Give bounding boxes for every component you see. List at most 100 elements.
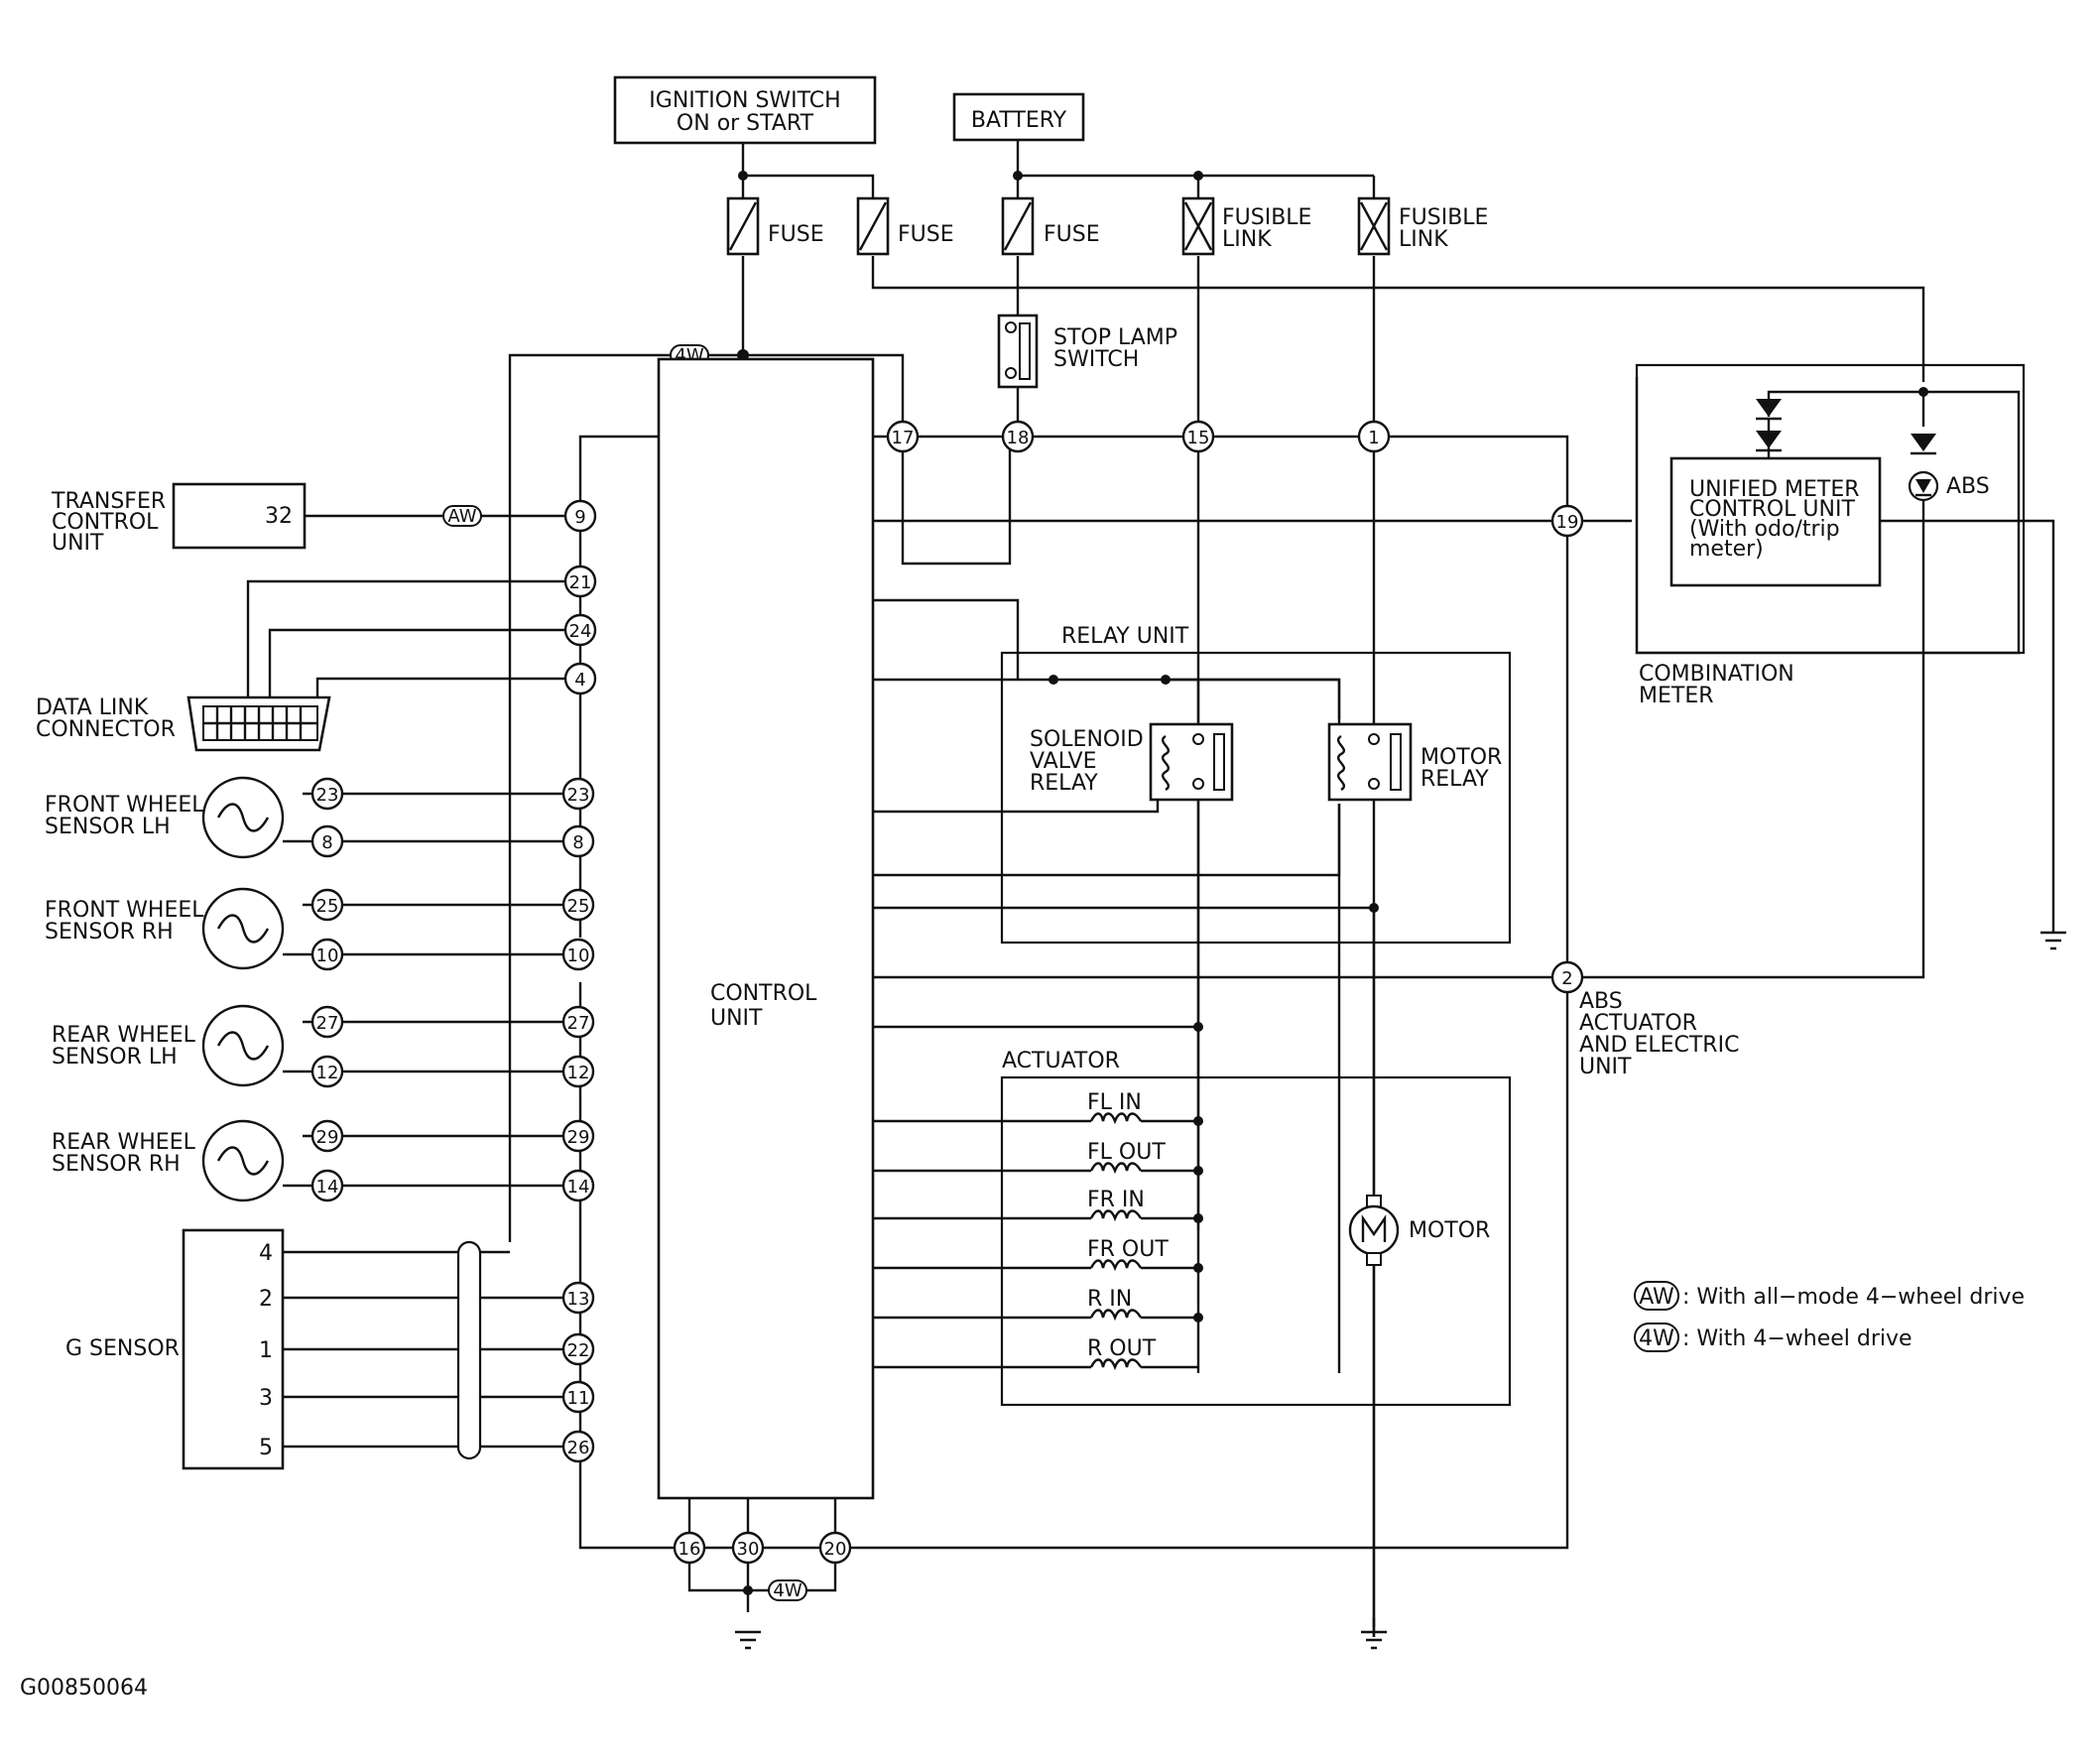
cu-pin-8-num: 8 <box>572 832 583 853</box>
dlc-label-2: CONNECTOR <box>36 717 176 742</box>
pin-2: 2 <box>1550 960 1584 994</box>
pin-1: 1 <box>1357 420 1391 453</box>
abs-actuator-label: ABS ACTUATOR AND ELECTRIC UNIT <box>1579 989 1739 1079</box>
cu-pin-14: 14 <box>561 1169 595 1202</box>
fusible-link-1-label-1: FUSIBLE <box>1222 205 1311 230</box>
cu-pin-12: 12 <box>561 1055 595 1088</box>
sensor-pin-27-num: 27 <box>316 1013 339 1034</box>
pin-17-num: 17 <box>892 428 915 448</box>
g-pin-3: 3 <box>259 1386 273 1411</box>
combination-meter: COMBINATION METER UNIFIED METER CONTROL … <box>1635 363 2026 708</box>
fuse-3-label: FUSE <box>1044 222 1100 247</box>
motor-relay-label-1: MOTOR <box>1420 745 1502 770</box>
sensor-pin-10: 10 <box>310 938 344 971</box>
rwrh-label-2: SENSOR RH <box>52 1152 181 1177</box>
pin-1-num: 1 <box>1368 428 1379 448</box>
transfer-label-3: UNIT <box>52 531 104 556</box>
stop-lamp-switch: STOP LAMP SWITCH <box>997 314 1177 389</box>
pin-19-num: 19 <box>1556 512 1579 533</box>
stop-lamp-label-2: SWITCH <box>1053 347 1139 372</box>
pin-30-num: 30 <box>737 1539 760 1560</box>
fwlh-label-2: SENSOR LH <box>45 815 171 839</box>
legend-aw-text: : With all−mode 4−wheel drive <box>1682 1285 2025 1310</box>
battery-label: BATTERY <box>971 108 1067 133</box>
actuator: ACTUATOR FL IN FL OUT FR IN FR OUT R IN … <box>1000 1049 1512 1407</box>
sensor-pin-12-num: 12 <box>316 1063 339 1083</box>
abs-unit-label-4: UNIT <box>1579 1055 1632 1079</box>
transfer-label-1: TRANSFER <box>51 489 166 514</box>
sensor-pin-14: 14 <box>310 1169 344 1202</box>
pin-17: 17 <box>886 420 920 453</box>
valve-r-in: R IN <box>1087 1287 1132 1312</box>
ignition-label-2: ON or START <box>677 111 814 136</box>
badge-aw: AW <box>442 505 482 527</box>
cu-pin-29-num: 29 <box>567 1127 590 1148</box>
cu-pin-10-num: 10 <box>567 945 590 966</box>
front-wheel-sensor-rh: FRONT WHEEL SENSOR RH <box>45 887 285 970</box>
cu-pin-11-num: 11 <box>567 1388 590 1409</box>
pin-16: 16 <box>673 1531 706 1565</box>
pin-15: 15 <box>1181 420 1215 453</box>
cu-pin-10: 10 <box>561 938 595 971</box>
badge-4w-bottom: 4W <box>768 1579 807 1601</box>
ignition-switch-box: IGNITION SWITCH ON or START <box>613 75 877 145</box>
fusible-link-1-label-2: LINK <box>1222 227 1272 252</box>
pin-21-num: 21 <box>569 572 592 593</box>
fuse-1-label: FUSE <box>768 222 824 247</box>
cu-pin-23: 23 <box>561 777 595 811</box>
cu-pin-11: 11 <box>561 1380 595 1414</box>
motor-label: MOTOR <box>1409 1218 1490 1243</box>
fusible-link-1: FUSIBLE LINK <box>1181 196 1311 256</box>
abs-lamp-label: ABS <box>1946 474 1990 499</box>
cu-pin-25: 25 <box>561 888 595 922</box>
legend-aw-code: AW <box>1639 1285 1674 1310</box>
sensor-pin-8: 8 <box>310 824 344 858</box>
valve-fl-out: FL OUT <box>1087 1140 1166 1165</box>
solenoid-label-1: SOLENOID <box>1030 727 1144 752</box>
diode-icon <box>1756 399 1936 458</box>
figure-id: G00850064 <box>20 1676 148 1701</box>
pin-21: 21 <box>563 565 597 598</box>
cu-pin-13-num: 13 <box>567 1289 590 1310</box>
legend-4w-code: 4W <box>1639 1326 1674 1351</box>
motor-icon <box>1348 1195 1400 1266</box>
pin-18: 18 <box>1001 420 1035 453</box>
sensor-pin-12: 12 <box>310 1055 344 1088</box>
transfer-pin: 32 <box>265 504 293 529</box>
valve-fr-in: FR IN <box>1087 1188 1145 1212</box>
sensor-pin-29-num: 29 <box>316 1127 339 1148</box>
control-unit-label-1: CONTROL <box>710 981 817 1006</box>
junction-dots <box>737 171 1928 1595</box>
fwrh-label-2: SENSOR RH <box>45 920 174 945</box>
pin-9-num: 9 <box>574 507 585 528</box>
sensor-pin-27: 27 <box>310 1005 344 1039</box>
fusible-link-2-label-2: LINK <box>1399 227 1448 252</box>
unified-meter-label-1: UNIFIED METER <box>1689 477 1860 502</box>
fuse-2: FUSE <box>856 196 954 256</box>
pin-24: 24 <box>563 613 597 647</box>
rear-wheel-sensor-lh: REAR WHEEL SENSOR LH <box>52 1004 285 1087</box>
g-pin-2: 2 <box>259 1287 273 1312</box>
g-sensor-label: G SENSOR <box>65 1336 180 1361</box>
unified-meter-label-4: meter) <box>1689 537 1764 562</box>
valve-coils <box>1089 1112 1143 1371</box>
fuse-3: FUSE <box>1001 196 1100 256</box>
g-pin-1: 1 <box>259 1338 273 1363</box>
rwlh-label-1: REAR WHEEL <box>52 1023 196 1048</box>
sensor-pin-23: 23 <box>310 777 344 811</box>
pin-2-num: 2 <box>1561 968 1572 989</box>
cu-pin-29: 29 <box>561 1119 595 1153</box>
badge-aw-text: AW <box>447 506 476 527</box>
fuse-2-label: FUSE <box>898 222 954 247</box>
relay-unit: RELAY UNIT SOLENOID VALVE RELAY MOTOR RE… <box>1000 624 1512 945</box>
pin-9: 9 <box>563 499 597 533</box>
cu-pin-26-num: 26 <box>567 1438 590 1458</box>
legend: AW : With all−mode 4−wheel drive 4W : Wi… <box>1634 1281 2025 1352</box>
pin-20-num: 20 <box>824 1539 847 1560</box>
rear-wheel-sensor-rh: REAR WHEEL SENSOR RH <box>52 1119 285 1202</box>
cu-pin-12-num: 12 <box>567 1063 590 1083</box>
valve-r-out: R OUT <box>1087 1336 1157 1361</box>
fwlh-label-1: FRONT WHEEL <box>45 793 204 818</box>
fusible-link-2: FUSIBLE LINK <box>1357 196 1488 256</box>
